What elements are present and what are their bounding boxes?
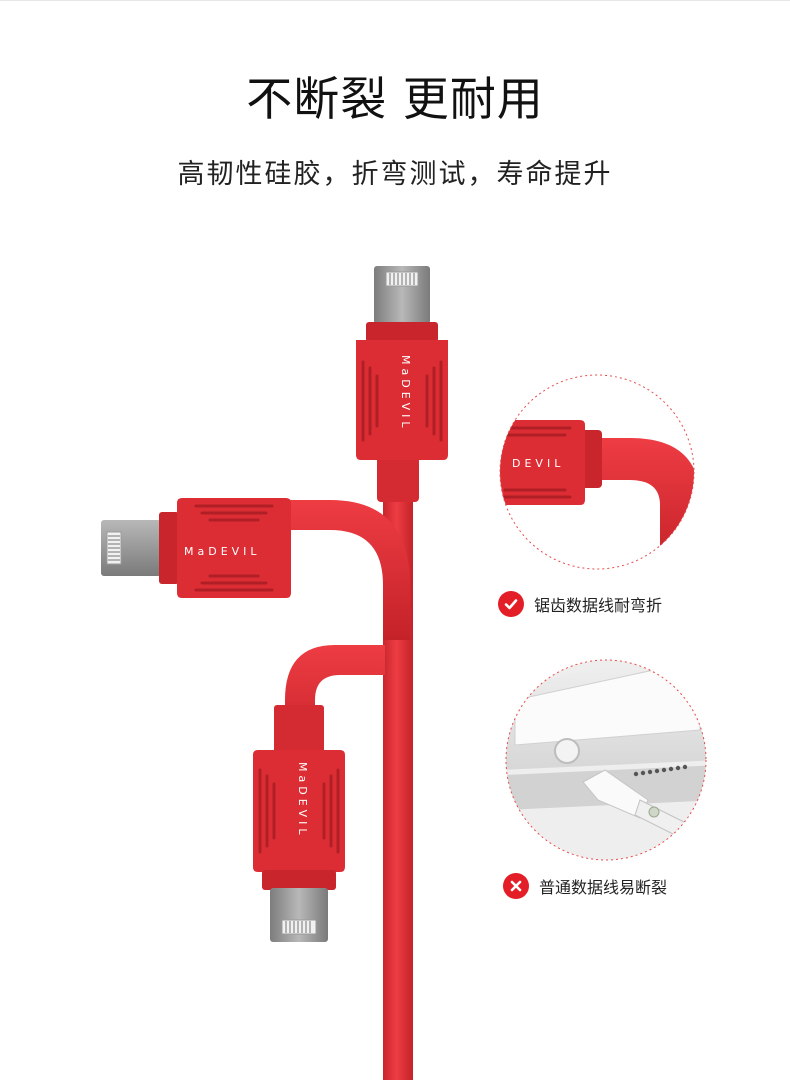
detail-circle-good: DEVIL xyxy=(499,374,695,570)
caption-bad-label: 普通数据线易断裂 xyxy=(539,878,668,897)
svg-text:MaDEVIL: MaDEVIL xyxy=(399,355,412,432)
cross-icon xyxy=(503,873,529,899)
caption-bad: 普通数据线易断裂 xyxy=(503,873,667,899)
top-connector: MaDEVIL xyxy=(356,266,448,460)
top-divider xyxy=(0,0,790,1)
middle-connector: MaDEVIL xyxy=(101,498,410,640)
svg-text:MaDEVIL: MaDEVIL xyxy=(184,545,261,558)
caption-good-label: 锯齿数据线耐弯折 xyxy=(534,596,663,615)
bottom-connector: MaDEVIL xyxy=(253,645,385,942)
svg-text:MaDEVIL: MaDEVIL xyxy=(296,762,309,839)
page-subtitle: 高韧性硅胶，折弯测试，寿命提升 xyxy=(177,159,613,190)
svg-text:DEVIL: DEVIL xyxy=(512,457,564,470)
caption-good: 锯齿数据线耐弯折 xyxy=(498,591,662,617)
page-title: 不断裂 更耐用 xyxy=(246,72,544,126)
check-icon xyxy=(498,591,524,617)
detail-circle-bad xyxy=(505,659,707,861)
